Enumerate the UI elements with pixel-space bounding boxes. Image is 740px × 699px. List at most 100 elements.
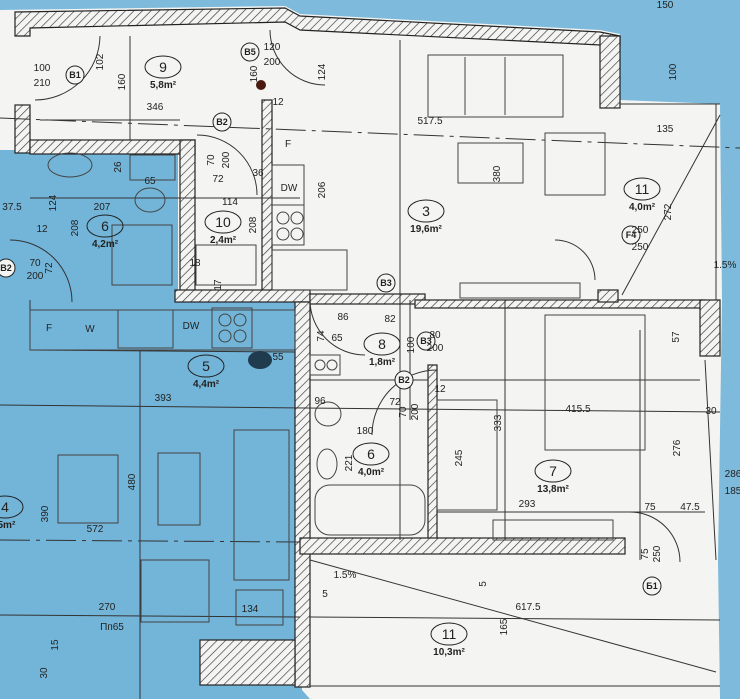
- dimension-label: 120: [264, 42, 281, 53]
- door-tag-circle: [376, 273, 396, 293]
- appliance-label: F: [285, 139, 291, 150]
- dimension-label: 245: [454, 449, 465, 466]
- dimension-label: 390: [40, 505, 51, 522]
- door-tag: B5: [244, 47, 256, 57]
- room-number-oval: [430, 622, 468, 646]
- sink: [117, 309, 174, 349]
- dimension-label: 286: [725, 469, 740, 480]
- dimension-label: 200: [264, 57, 281, 68]
- room-area: 10,3m²: [433, 647, 465, 658]
- ottoman: [235, 589, 284, 626]
- dimension-label: 12: [272, 97, 284, 108]
- dimension-label: 272: [663, 203, 674, 220]
- ink-spot: [256, 80, 266, 90]
- door-tag: B2: [398, 375, 410, 385]
- room-area: 4,0m²: [629, 202, 656, 213]
- washer: [195, 244, 257, 286]
- dimension-label: 415.5: [565, 404, 590, 415]
- dimension-label: 70: [29, 258, 41, 269]
- table: [457, 142, 524, 184]
- room-area: 4,2m²: [92, 239, 119, 250]
- room-area: 5,8m²: [150, 80, 177, 91]
- dimension-label: 480: [127, 473, 138, 490]
- dimension-label: Пп65: [100, 622, 124, 633]
- room-number-oval: [187, 354, 225, 378]
- dimension-label: 1.5%: [334, 570, 357, 581]
- room-number-oval: [534, 459, 572, 483]
- dimension-label: 70: [398, 406, 409, 418]
- room-number-oval: [144, 55, 182, 79]
- room-number: 5: [202, 358, 210, 374]
- dimension-label: 82: [384, 314, 396, 325]
- sink: [271, 249, 348, 291]
- desk: [492, 519, 614, 541]
- room-labels: 95,8m²102,4m²64,2m²319,6m²114,0m²54,4m²8…: [0, 55, 661, 658]
- dimension-label: 380: [492, 165, 503, 182]
- appliance-label: DW: [281, 183, 298, 194]
- dimension-label: 30: [705, 406, 717, 417]
- room-number: 6: [367, 446, 375, 462]
- door-tag-circle: [416, 331, 436, 351]
- dimension-label: 12: [434, 384, 446, 395]
- dimension-label: 135: [657, 124, 674, 135]
- dimension-label: 36: [252, 168, 264, 179]
- room-area: 2,4m²: [210, 235, 237, 246]
- room-number: 8: [378, 336, 386, 352]
- dimension-label: 102: [95, 53, 106, 70]
- dimension-label: 114: [222, 197, 238, 208]
- dimension-label: 617.5: [515, 602, 540, 613]
- blue-overlay: [0, 150, 310, 699]
- armchair: [57, 454, 119, 524]
- dimension-label: 207: [94, 202, 111, 213]
- room-number: 4: [1, 499, 9, 515]
- room-number-oval: [363, 332, 401, 356]
- dimension-label: 72: [44, 262, 55, 274]
- dimension-label: 55: [272, 352, 284, 363]
- armchair: [544, 132, 606, 196]
- dimension-label: 75: [644, 502, 656, 513]
- dimension-label: 75: [640, 548, 651, 560]
- dimension-label: 65: [331, 333, 343, 344]
- ink-spot: [248, 351, 272, 369]
- dimension-label: 124: [317, 63, 328, 80]
- dimension-label: 517.5: [417, 116, 442, 127]
- dimension-label: 150: [657, 0, 674, 11]
- dimension-label: 1.5%: [714, 260, 737, 271]
- dimension-label: 100: [406, 336, 417, 353]
- door-tag-circle: [0, 258, 16, 278]
- appliance-label: W: [85, 324, 95, 335]
- sofa: [233, 429, 290, 581]
- door-tag-circle: [642, 576, 662, 596]
- dimension-label: 100: [34, 63, 51, 74]
- room-area: 4,4m²: [193, 379, 220, 390]
- dimension-label: 165: [499, 618, 510, 635]
- dimension-label: 37.5: [2, 202, 22, 213]
- dimension-label: 72: [212, 174, 224, 185]
- dimension-label: 80: [429, 330, 441, 341]
- stove: [211, 307, 253, 349]
- dimension-label: 276: [672, 439, 683, 456]
- dimension-label: 12: [36, 224, 48, 235]
- bed: [544, 314, 646, 451]
- door-tag-circle: [212, 112, 232, 132]
- room-number: 7: [549, 463, 557, 479]
- dimension-label: 208: [70, 219, 81, 236]
- dimension-label: 57: [671, 331, 682, 343]
- toilet: [134, 187, 166, 213]
- door-tag: B2: [0, 263, 12, 273]
- room-number-oval: [623, 177, 661, 201]
- dimension-label: 200: [427, 343, 444, 354]
- room-number: 3: [422, 203, 430, 219]
- room-area: 13,8m²: [537, 484, 569, 495]
- door-tag: Б1: [646, 581, 657, 591]
- room-area: ,5m²: [0, 520, 16, 531]
- room-number-oval: [352, 442, 390, 466]
- dimension-label: 100: [668, 63, 679, 80]
- dimension-label: 185: [725, 486, 740, 497]
- dimension-label: 293: [519, 499, 536, 510]
- sink: [314, 401, 342, 427]
- dimension-label: 15: [50, 639, 61, 651]
